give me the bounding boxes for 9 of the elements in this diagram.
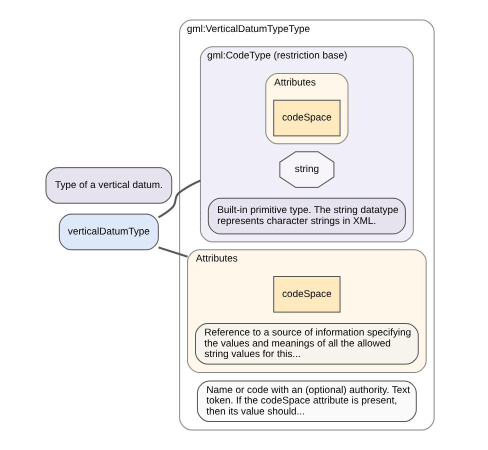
node-box: Name or code with an (optional) authority. Text token. If the codeSpace attribute is present, then its value should...: [196, 380, 417, 422]
connector: [158, 180, 201, 218]
node-box: Built-in primitive type. The string datatype represents character strings in XML.: [208, 198, 406, 234]
node-box: codeSpace: [273, 100, 341, 136]
connector: [158, 246, 188, 258]
node-box: Reference to a source of information specifying the values and meanings of all the allowed string values for this...: [194, 323, 419, 365]
node-box: codeSpace: [273, 276, 341, 313]
node-box: Type of a vertical datum.: [45, 167, 172, 204]
node-box: verticalDatumType: [58, 214, 159, 250]
